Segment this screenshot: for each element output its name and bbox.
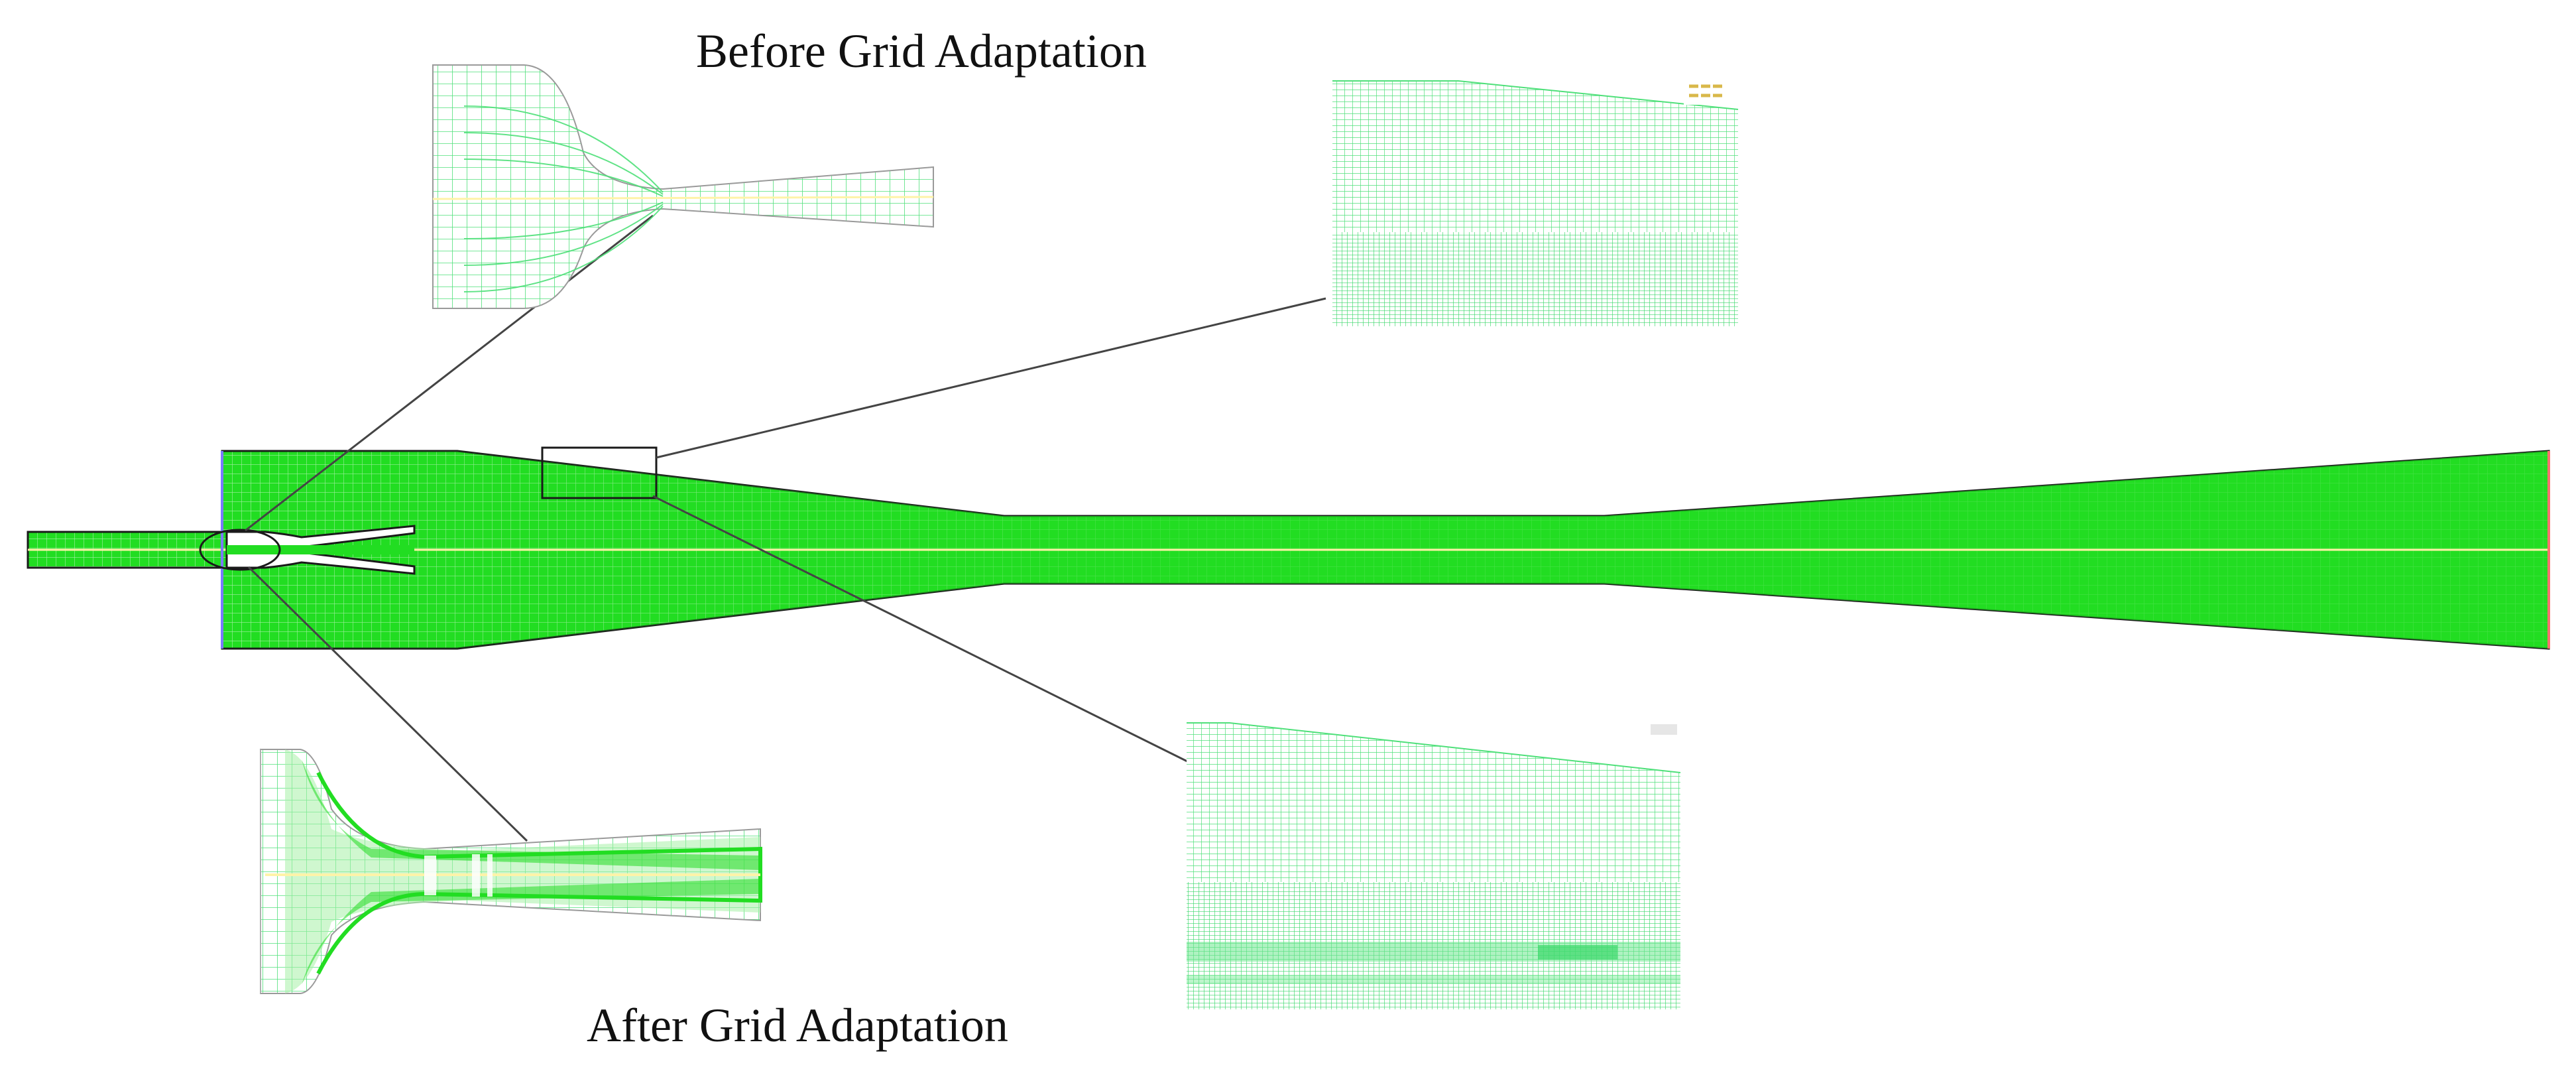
leader-top-right: [656, 297, 1326, 459]
inset-before-nozzle: [432, 64, 934, 309]
caption-after: After Grid Adaptation: [587, 999, 1008, 1052]
leader-lines: [245, 214, 1326, 842]
ansys-logo: [1684, 80, 1734, 105]
inset-wall-coarse: [1332, 80, 1739, 326]
leader-bottom-right: [652, 495, 1191, 764]
inset-wall-adapted: [1187, 722, 1681, 1009]
nozzle-zoom-marker: [199, 529, 281, 571]
inset-after-nozzle: [260, 749, 762, 994]
caption-before: Before Grid Adaptation: [696, 25, 1147, 78]
leader-bottom-left: [247, 566, 528, 842]
leader-top-left: [245, 214, 654, 532]
main-mesh: [27, 450, 2550, 650]
wall-zoom-marker: [541, 446, 658, 499]
